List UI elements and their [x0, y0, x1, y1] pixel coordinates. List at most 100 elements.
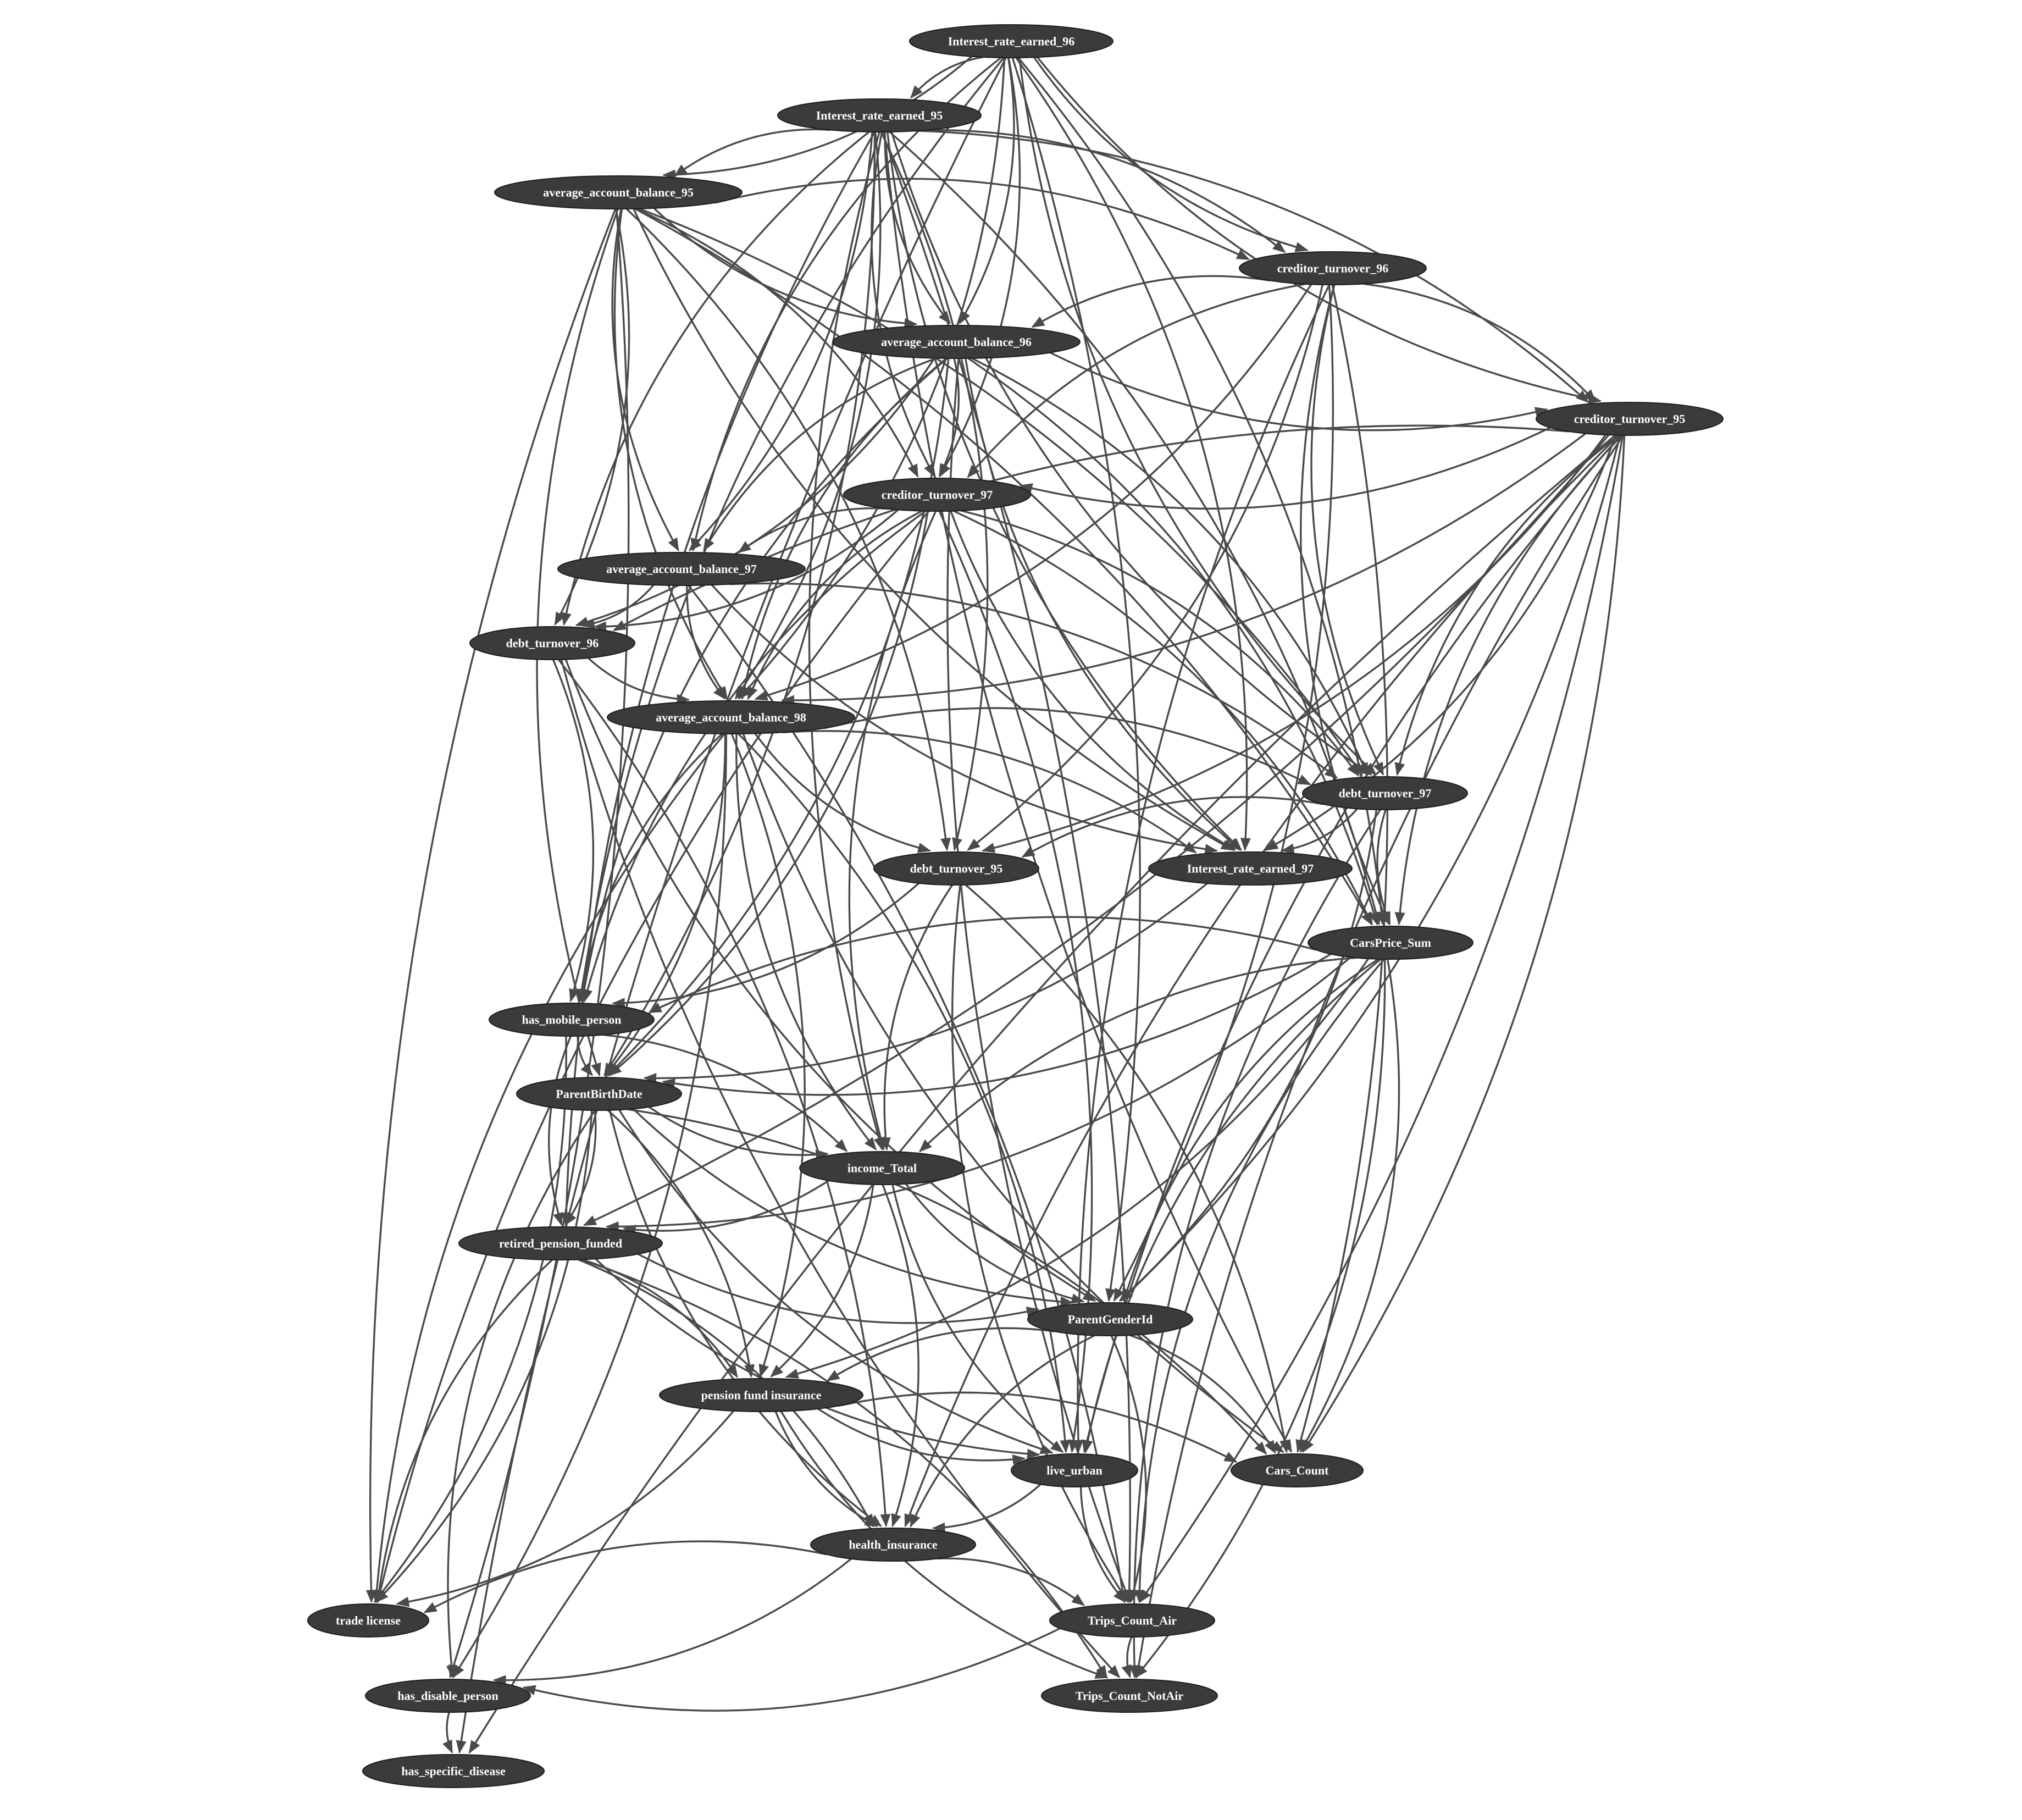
edge-ab96-to-dt96 [575, 357, 935, 627]
node-ellipse [458, 1226, 663, 1260]
node-ab95: average_account_balance_95 [494, 175, 743, 209]
node-ct97: creditor_turnover_97 [843, 478, 1031, 512]
edge-ab95-to-tl [365, 208, 617, 1603]
edge-rpf-to-tl [374, 1259, 553, 1603]
node-ct95: creditor_turnover_95 [1536, 402, 1724, 436]
node-label: pension fund insurance [701, 1388, 822, 1402]
node-dt97: debt_turnover_97 [1302, 776, 1468, 810]
edge-ct95-to-cars [1394, 434, 1623, 926]
edge-ct97-to-cars [953, 510, 1373, 926]
edge-ab96-to-ct95 [1050, 351, 1549, 432]
edge-cars-to-pgi [1122, 958, 1379, 1302]
edge-ir96-to-ir97 [1015, 57, 1251, 851]
node-ellipse [1148, 851, 1353, 886]
edge-ir96-to-ir95 [910, 56, 984, 99]
node-ellipse [362, 1754, 545, 1788]
node-label: Interest_rate_earned_95 [816, 109, 943, 123]
node-ellipse [1049, 1603, 1215, 1638]
edge-hi-to-tl [423, 1540, 827, 1613]
edge-ir95-to-pbd [603, 131, 876, 1077]
edge-pfi-to-urb [817, 1408, 1026, 1465]
edge-ab95-to-ct96 [714, 178, 1250, 261]
node-ellipse [1302, 776, 1468, 810]
edge-ct96-to-cars [1300, 284, 1390, 926]
edge-dt96-to-mob [552, 659, 595, 1003]
edge-ab98-to-tl [371, 733, 725, 1603]
node-label: CarsPrice_Sum [1350, 936, 1431, 950]
node-label: debt_turnover_95 [910, 862, 1003, 876]
node-ir95: Interest_rate_earned_95 [777, 98, 982, 132]
node-label: ParentGenderId [1068, 1313, 1153, 1326]
node-label: Interest_rate_earned_97 [1187, 862, 1314, 876]
edge-ab95-to-ab96 [653, 207, 918, 329]
edge-dt95-to-cc [965, 884, 1290, 1453]
edge-ir95-to-inc [808, 131, 884, 1151]
edge-inc-to-urb [891, 1184, 1064, 1453]
edge-dt95-to-inc [880, 884, 954, 1151]
edge-cars-to-inc [918, 956, 1357, 1153]
edge-pgi-to-cc [1129, 1334, 1276, 1454]
edge-pgi-to-pfi [826, 1327, 1055, 1382]
node-dt95: debt_turnover_95 [873, 851, 1039, 886]
edge-urb-to-hi [932, 1484, 1042, 1533]
edge-pbd-to-dis [446, 1110, 596, 1679]
edge-ct95-to-dt97 [1394, 434, 1620, 776]
edge-hi-to-dis [492, 1558, 852, 1686]
edge-hi-to-tca [937, 1557, 1085, 1606]
edge-cars-to-cc [1299, 959, 1400, 1453]
edge-pbd-to-cc [627, 1108, 1267, 1455]
edge-pbd-to-tl [375, 1110, 593, 1603]
node-label: has_mobile_person [522, 1013, 622, 1027]
edge-ir95-to-ab95 [674, 128, 830, 177]
edge-ct96-to-ab98 [754, 284, 1312, 701]
node-ellipse [469, 626, 635, 660]
edge-inc-to-pgi [905, 1183, 1085, 1304]
edge-pbd-to-pgi [632, 1108, 1074, 1307]
edge-pfi-to-tcn [780, 1410, 1109, 1679]
edge-pbd-to-hi [608, 1110, 882, 1527]
node-urb: live_urban [1011, 1453, 1138, 1487]
edge-ct97-to-inc [848, 511, 937, 1151]
node-ellipse [365, 1679, 531, 1713]
node-ellipse [1308, 926, 1473, 960]
edge-inc-to-pfi [770, 1184, 874, 1378]
edge-ir96-to-sd [456, 57, 1007, 1754]
node-ellipse [873, 851, 1039, 886]
edge-ir96-to-ct97 [939, 57, 1021, 478]
edge-ab98-to-dt95 [754, 733, 932, 853]
node-ir97: Interest_rate_earned_97 [1148, 851, 1353, 886]
node-pbd: ParentBirthDate [516, 1077, 682, 1111]
edge-ct95-to-sd [468, 434, 1616, 1754]
edge-pfi-to-tl [396, 1410, 734, 1607]
edge-tca-to-tcn [1121, 1636, 1133, 1679]
edge-ab95-to-ab97 [611, 208, 679, 552]
edge-ab98-to-cc [742, 733, 1284, 1453]
node-label: creditor_turnover_96 [1277, 262, 1388, 275]
edge-ir96-to-ab98 [738, 57, 1006, 700]
node-ellipse [607, 700, 855, 734]
edge-ab98-to-inc [735, 733, 877, 1150]
node-mob: has_mobile_person [489, 1003, 655, 1037]
edge-ir96-to-pgi [1011, 57, 1141, 1302]
edge-pgi-to-hi [910, 1334, 1095, 1528]
edge-dt95-to-mob [612, 882, 920, 1009]
node-label: Cars_Count [1266, 1464, 1329, 1478]
node-label: Trips_Count_Air [1088, 1614, 1177, 1628]
edge-ct95-to-tcn [1133, 434, 1624, 1679]
edge-mob-to-inc [603, 1034, 848, 1152]
edge-cars-to-urb [1082, 958, 1382, 1453]
edge-cars-to-mob [648, 916, 1316, 1014]
edge-ab95-to-dis [448, 208, 630, 1679]
node-label: live_urban [1046, 1464, 1102, 1478]
edge-ct96-to-ct95 [1363, 283, 1597, 403]
node-ellipse [1011, 1453, 1138, 1487]
node-label: has_disable_person [397, 1689, 498, 1703]
node-cars: CarsPrice_Sum [1308, 926, 1473, 960]
edge-layer [365, 56, 1626, 1754]
node-ab98: average_account_balance_98 [607, 700, 855, 734]
edge-ct95-to-ab98 [781, 433, 1587, 706]
edge-ir96-to-dt97 [1018, 57, 1377, 776]
edge-rpf-to-hi [578, 1258, 874, 1528]
edge-mob-to-pbd [577, 1036, 593, 1076]
edge-ct97-to-ir97 [950, 511, 1236, 851]
